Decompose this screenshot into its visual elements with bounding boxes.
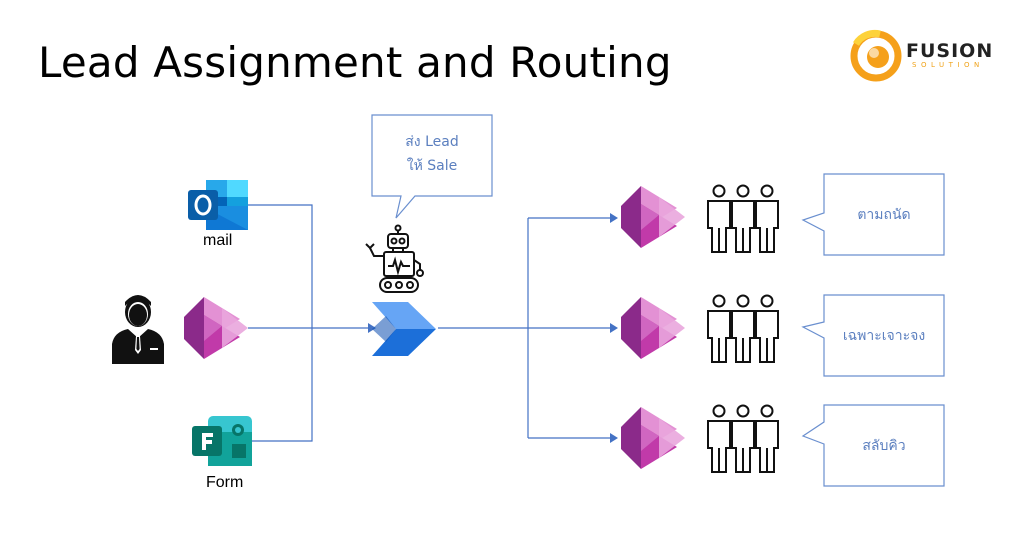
target-callout-3	[801, 404, 945, 487]
bot-callout-line2: ให้ Sale	[406, 158, 458, 174]
source-label-form: Form	[206, 474, 244, 491]
page-title: Lead Assignment and Routing	[38, 38, 672, 87]
logo-subtitle: SOLUTION	[912, 61, 984, 69]
sales-team-icon	[707, 404, 779, 473]
sales-team-icon	[707, 294, 779, 363]
target-label-1: ตามถนัด	[857, 207, 911, 223]
target-label-3: สลับคิว	[862, 438, 906, 454]
sales-team-icon	[707, 184, 779, 253]
bot-callout-text: ส่ง Lead ให้ Sale	[371, 130, 493, 178]
power-automate-icon	[372, 302, 436, 356]
power-apps-icon	[621, 297, 685, 359]
fusion-logo-icon	[850, 29, 902, 82]
power-apps-icon	[621, 407, 685, 469]
power-apps-icon	[184, 297, 248, 359]
target-label-2: เฉพาะเจาะจง	[842, 328, 926, 344]
source-label-mail: mail	[203, 232, 233, 249]
salesperson-icon	[112, 295, 164, 364]
outlook-icon	[188, 180, 248, 230]
robot-icon	[365, 224, 424, 293]
power-apps-icon	[621, 186, 685, 248]
bot-callout-line1: ส่ง Lead	[405, 134, 459, 150]
logo-wordmark: FUSION	[906, 40, 994, 62]
forms-icon	[192, 416, 252, 466]
bot-speech-bubble	[371, 114, 493, 219]
target-callout-1	[801, 173, 945, 256]
target-callout-2	[801, 294, 945, 377]
